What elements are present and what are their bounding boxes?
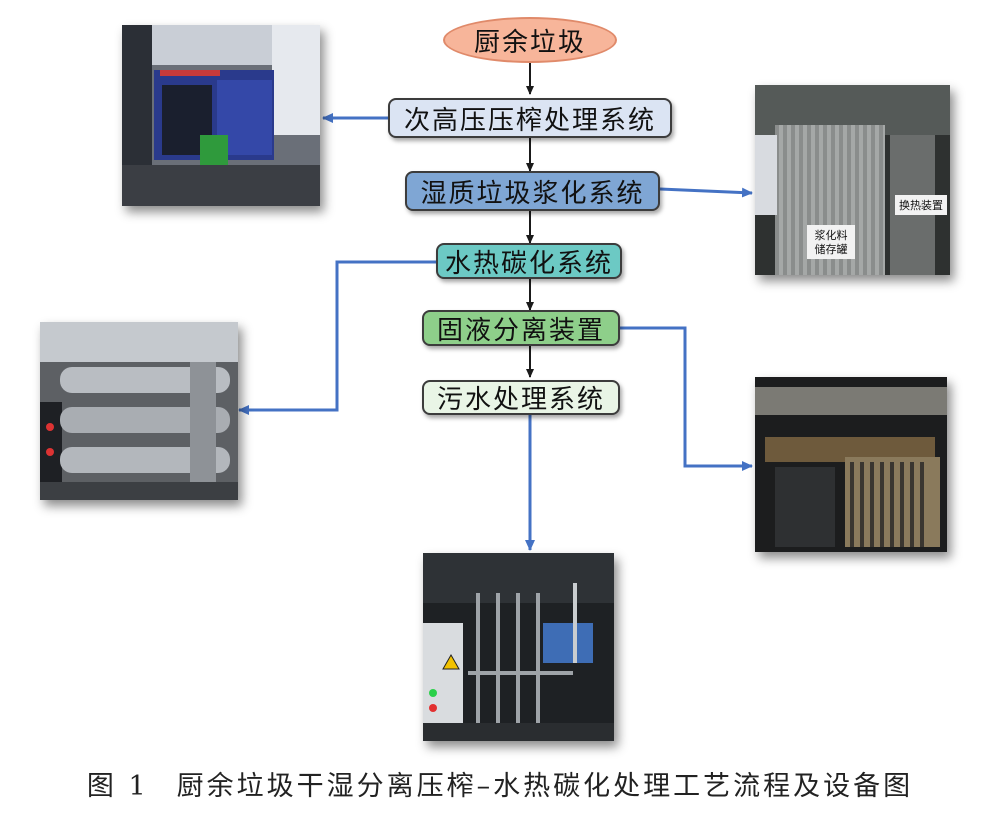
figure-number: 图 1 [86, 771, 149, 802]
photo-wastewater-equipment [423, 553, 614, 741]
heat-exchanger-label: 换热装置 [899, 198, 943, 212]
photo-pressing-equipment [122, 25, 320, 206]
figure-caption: 图 1 厨余垃圾干湿分离压榨–水热碳化处理工艺流程及设备图 [0, 764, 1000, 803]
figure-title: 厨余垃圾干湿分离压榨–水热碳化处理工艺流程及设备图 [176, 771, 914, 802]
photo-solid-liquid-separator [755, 377, 947, 552]
node-food-waste: 厨余垃圾 [443, 17, 617, 63]
node-slurry-system: 湿质垃圾浆化系统 [405, 171, 660, 211]
arrow-step4-to-photo [620, 326, 753, 471]
node-wastewater-treatment: 污水处理系统 [422, 380, 620, 415]
photo-slurry-tank: 浆化料 储存罐 换热装置 [755, 85, 950, 275]
node-solid-liquid-separation: 固液分离装置 [422, 310, 620, 346]
photo-heat-exchanger-tubes [40, 322, 238, 500]
slurry-tank-label-line1: 浆化料 [815, 228, 848, 242]
node-pressing-system: 次高压压榨处理系统 [388, 98, 672, 138]
arrow-step2-to-photo [659, 187, 753, 198]
slurry-tank-label-line2: 储存罐 [815, 242, 848, 256]
arrow-step3-to-photo [238, 260, 436, 415]
node-hydrothermal-carbonization: 水热碳化系统 [436, 243, 622, 279]
